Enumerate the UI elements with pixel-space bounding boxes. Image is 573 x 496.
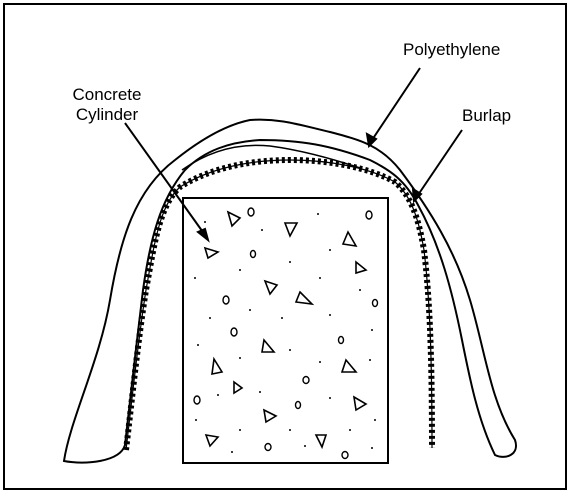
burlap-leader (418, 130, 462, 195)
polyethylene-label: Polyethylene (403, 40, 500, 60)
concrete-label-line2: Cylinder (52, 105, 162, 125)
concrete-label-line1: Concrete (52, 85, 162, 105)
concrete-leader (125, 123, 205, 235)
concrete-cylinder-label: Concrete Cylinder (52, 85, 162, 125)
polyethylene-leader (372, 68, 420, 140)
burlap-label: Burlap (462, 106, 511, 126)
concrete-cylinder (183, 198, 388, 463)
